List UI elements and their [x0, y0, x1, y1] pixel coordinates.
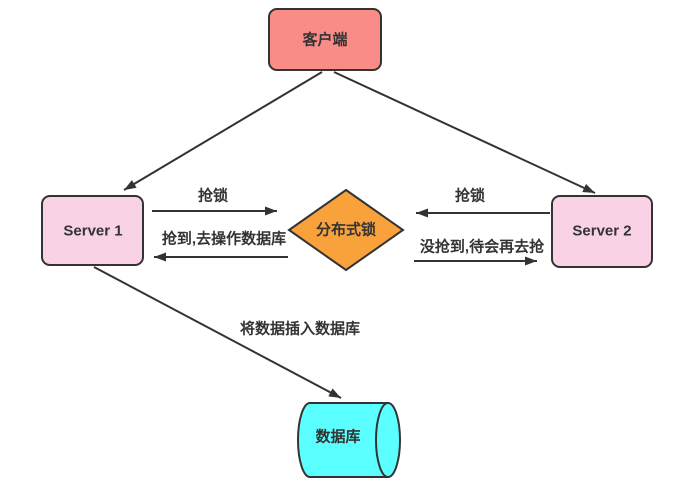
node-server1-label[interactable]: Server 1 — [63, 222, 123, 240]
edge-server1-to-database — [93, 266, 342, 399]
node-server1-shape[interactable] — [41, 195, 144, 266]
node-client-label[interactable]: 客户端 — [302, 31, 348, 49]
node-lock-shape[interactable] — [287, 188, 405, 272]
edge-client-to-server2 — [333, 71, 596, 194]
edge-label-missed-lock: 没抢到,待会再去抢 — [419, 238, 545, 256]
edge-client-to-server1 — [123, 71, 323, 191]
node-database-label[interactable]: 数据库 — [315, 428, 361, 446]
node-lock-label[interactable]: 分布式锁 — [315, 221, 377, 239]
edge-label-server2-grab-lock: 抢锁 — [454, 187, 486, 205]
node-client-shape[interactable] — [268, 8, 382, 71]
node-server2-label[interactable]: Server 2 — [572, 222, 632, 240]
node-server2-shape[interactable] — [551, 195, 653, 268]
node-database-cap-icon — [375, 402, 401, 478]
edge-label-server1-grab-lock: 抢锁 — [197, 187, 229, 205]
edge-label-insert-data: 将数据插入数据库 — [239, 320, 361, 338]
node-database-body[interactable] — [297, 402, 388, 478]
edge-label-got-lock: 抢到,去操作数据库 — [161, 230, 287, 248]
